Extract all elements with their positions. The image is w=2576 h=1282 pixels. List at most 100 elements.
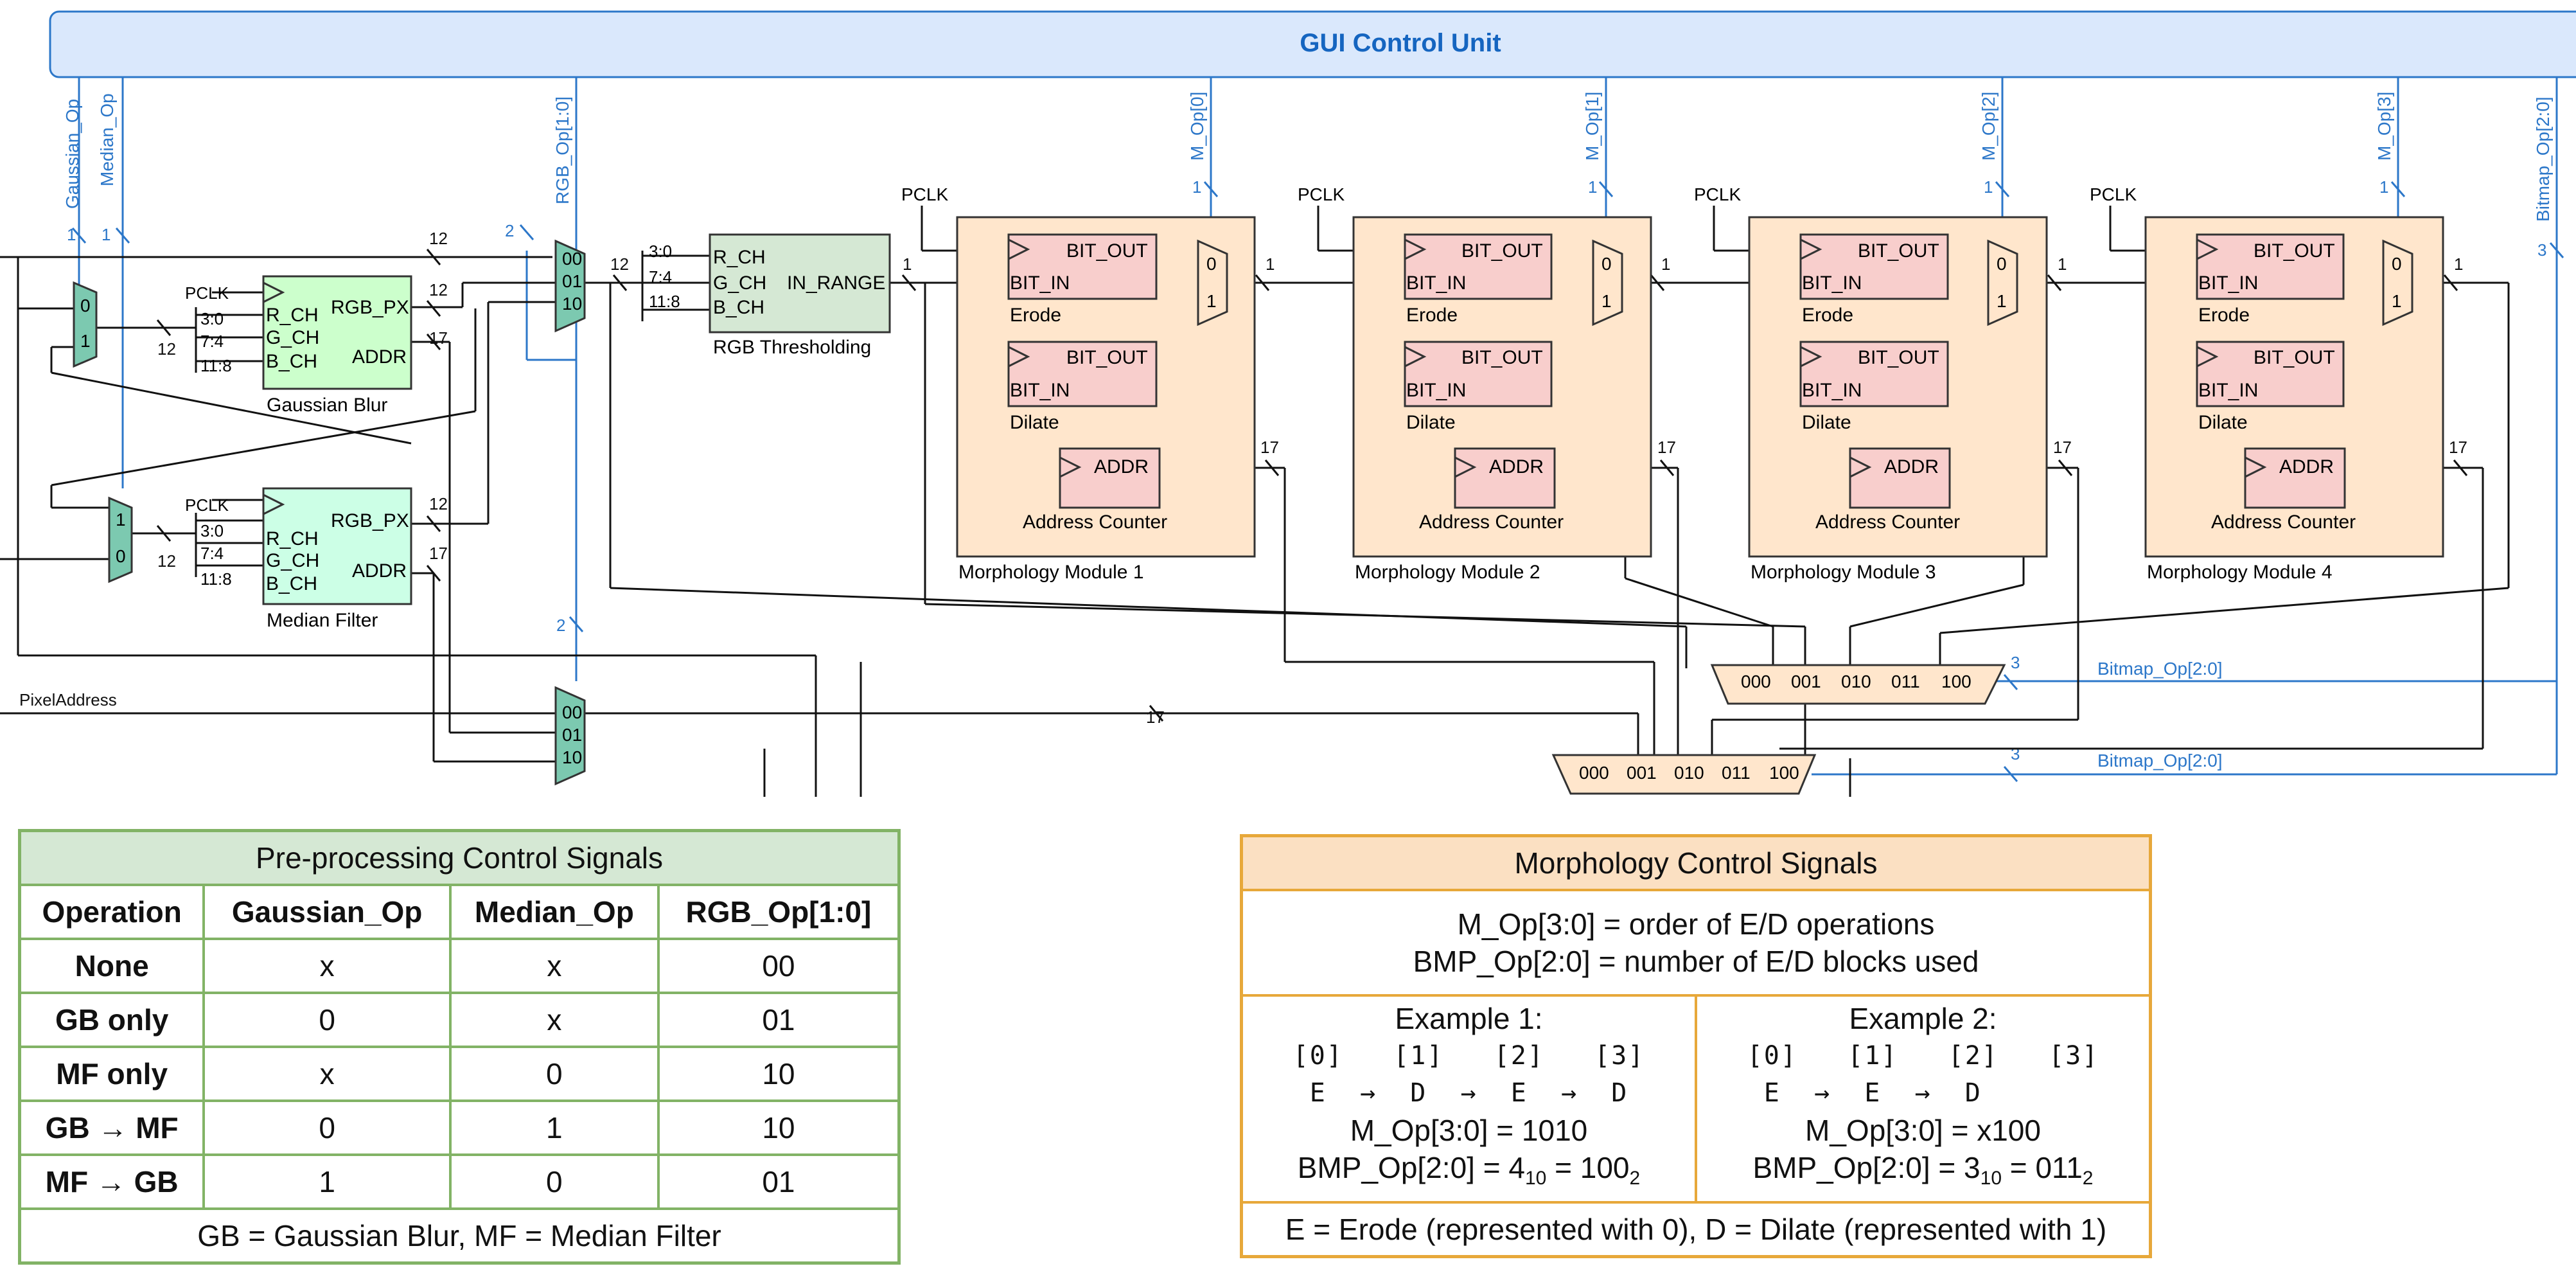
diagram-label: Dilate xyxy=(2198,412,2248,433)
diagram-label: ADDR xyxy=(1884,456,1939,477)
diagram-label: Dilate xyxy=(1802,412,1851,433)
diagram-label: PCLK xyxy=(2090,184,2137,204)
diagram-label: RGB_PX xyxy=(331,297,409,318)
diagram-label: 0 xyxy=(116,546,126,566)
diagram-label: BIT_OUT xyxy=(2254,240,2335,262)
m-op1-label: M_Op[1] xyxy=(1582,92,1602,161)
diagram-label: Dilate xyxy=(1010,412,1059,433)
diagram-label: Erode xyxy=(1010,305,1061,326)
address-select-mux xyxy=(554,686,586,786)
diagram-label: 1 xyxy=(1984,177,1993,197)
rgb-select-mux xyxy=(554,239,586,333)
table-cell: x xyxy=(448,938,660,994)
table-cell: x xyxy=(202,1046,452,1102)
diagram-label: 011 xyxy=(1722,763,1751,783)
diagram-label: BIT_OUT xyxy=(1858,347,1939,368)
diagram-label: 001 xyxy=(1791,672,1821,691)
table-cell: GB → MF xyxy=(18,1099,206,1156)
morphology-module-2: PCLK BIT_OUT BIT_IN Erode BIT_OUT BIT_IN… xyxy=(1298,184,1652,558)
diagram-label: 1 xyxy=(67,225,76,244)
gui-control-unit xyxy=(49,10,2576,78)
diagram-label: 3:0 xyxy=(200,521,224,540)
diagram-label: BIT_OUT xyxy=(1066,240,1148,262)
diagram-label: Erode xyxy=(2198,305,2250,326)
table-cell: 0 xyxy=(448,1046,660,1102)
diagram-label: BIT_OUT xyxy=(1461,347,1543,368)
diagram-label: PCLK xyxy=(185,283,229,303)
diagram-label: Morphology Module 3 xyxy=(1751,562,1936,583)
block-diagram: GUI Control Unit Gaussian_Op Median_Op R… xyxy=(0,10,2576,797)
morphology-definition-1: M_Op[3:0] = order of E/D operations xyxy=(1457,907,1935,941)
morphology-module-4: PCLK BIT_OUT BIT_IN Erode BIT_OUT BIT_IN… xyxy=(2090,184,2444,558)
median-filter-block xyxy=(262,487,412,605)
m-op2-label: M_Op[2] xyxy=(1979,92,1998,161)
diagram-label: Address Counter xyxy=(1419,512,1564,533)
diagram-label: 11:8 xyxy=(649,292,680,311)
diagram-label: PCLK xyxy=(1694,184,1741,204)
diagram-label: Address Counter xyxy=(1815,512,1960,533)
table-cell: 0 xyxy=(448,1153,660,1210)
m-op0-label: M_Op[0] xyxy=(1187,92,1207,161)
diagram-label: PCLK xyxy=(1298,184,1345,204)
diagram-label: 0 xyxy=(1601,254,1612,274)
morphology-module-1: PCLK BIT_OUT BIT_IN Erode BIT_OUT BIT_IN… xyxy=(901,184,1256,558)
diagram-label: 1 xyxy=(1206,291,1217,311)
diagram-label: BIT_IN xyxy=(1802,272,1862,294)
diagram-label: BIT_IN xyxy=(1010,380,1070,401)
diagram-label: 1 xyxy=(2379,177,2388,197)
diagram-label: B_CH xyxy=(266,573,317,594)
table-cell: 1 xyxy=(448,1099,660,1156)
gaussian-blur-label: Gaussian Blur xyxy=(267,395,387,416)
diagram-label: 17 xyxy=(1146,708,1165,727)
diagram-label: 1 xyxy=(2058,254,2067,274)
diagram-label: ADDR xyxy=(1489,456,1544,477)
diagram-label: 0 xyxy=(1206,254,1217,274)
diagram-label: BIT_OUT xyxy=(1066,347,1148,368)
diagram-label: Morphology Module 2 xyxy=(1355,562,1540,583)
diagram-label: Morphology Module 1 xyxy=(958,562,1144,583)
table-cell: 10 xyxy=(657,1046,901,1102)
gaussian-blur-block xyxy=(262,275,412,390)
diagram-label: BIT_IN xyxy=(1802,380,1862,401)
diagram-label: R_CH xyxy=(713,247,766,268)
table-cell: GB only xyxy=(18,992,206,1048)
diagram-label: 17 xyxy=(2449,438,2467,457)
table-cell: 1 xyxy=(202,1153,452,1210)
column-header: Operation xyxy=(18,884,206,940)
diagram-label: 7:4 xyxy=(200,544,224,563)
diagram-label: 11:8 xyxy=(200,569,232,589)
diagram-label: 12 xyxy=(157,551,176,571)
table-cell: None xyxy=(18,938,206,994)
diagram-label: 00 xyxy=(562,702,582,722)
diagram-label: 1 xyxy=(116,510,126,530)
diagram-label: 1 xyxy=(1661,254,1670,274)
diagram-label: Dilate xyxy=(1406,412,1456,433)
morphology-definition-2: BMP_Op[2:0] = number of E/D blocks used xyxy=(1413,945,1979,978)
gaussian-input-mux xyxy=(73,281,98,368)
diagram-label: 01 xyxy=(562,725,582,745)
diagram-label: Morphology Module 4 xyxy=(2147,562,2333,583)
table-cell: M_Op[3:0] = order of E/D operations BMP_… xyxy=(1240,889,2152,997)
diagram-label: 3:0 xyxy=(649,242,672,261)
morphology-control-table: Morphology Control Signals M_Op[3:0] = o… xyxy=(1240,834,2152,1258)
diagram-label: G_CH xyxy=(713,272,766,294)
diagram-label: 0 xyxy=(1997,254,2007,274)
diagram-label: ADDR xyxy=(2279,456,2334,477)
column-header: Median_Op xyxy=(448,884,660,940)
diagram-label: G_CH xyxy=(266,550,319,571)
diagram-label: 17 xyxy=(1260,438,1279,457)
diagram-label: 12 xyxy=(429,229,448,248)
diagram-label: BIT_IN xyxy=(1406,272,1466,294)
diagram-label: 001 xyxy=(1627,763,1657,783)
diagram-label: 1 xyxy=(101,225,110,244)
diagram-label: 17 xyxy=(1657,438,1676,457)
diagram-label: 1 xyxy=(903,254,912,274)
diagram-label: 2 xyxy=(556,616,565,635)
diagram-label: Address Counter xyxy=(1023,512,1167,533)
diagram-label: 100 xyxy=(1941,672,1972,691)
rgb-op-label: RGB_Op[1:0] xyxy=(552,96,572,204)
table-cell: 0 xyxy=(202,992,452,1048)
